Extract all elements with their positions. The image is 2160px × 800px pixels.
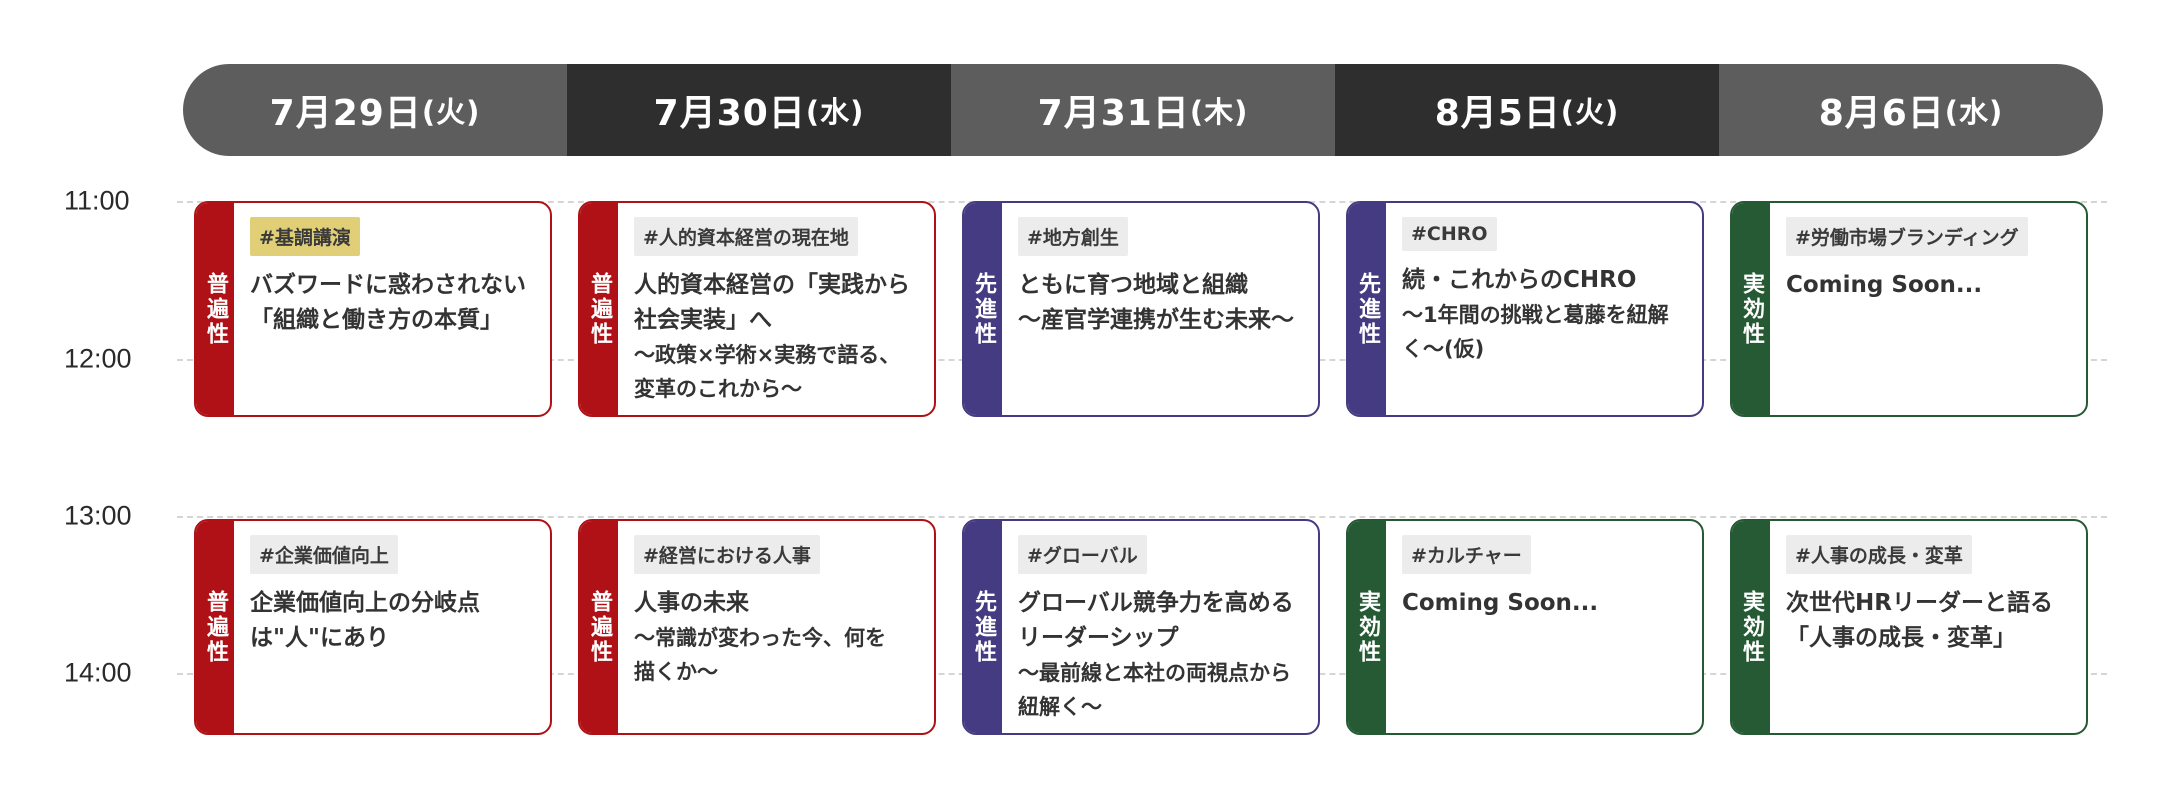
day-tab-0[interactable]: 7月29日(火) <box>183 64 567 156</box>
day-date: 8月5日 <box>1434 93 1561 134</box>
category-label: 普遍性 <box>203 589 228 665</box>
time-label: 13:00 <box>64 500 132 531</box>
session-card[interactable]: 先進性 #地方創生 ともに育つ地域と組織 〜産官学連携が生む未来〜 <box>962 201 1320 417</box>
category-band: 実効性 <box>1732 521 1770 733</box>
time-gridline <box>177 516 2107 518</box>
category-band: 実効性 <box>1732 203 1770 415</box>
category-label: 実効性 <box>1355 589 1380 665</box>
session-subtitle: 〜1年間の挑戦と葛藤を紐解 く〜(仮) <box>1402 303 1669 361</box>
category-label: 先進性 <box>1355 271 1380 347</box>
category-label: 普遍性 <box>587 589 612 665</box>
time-row: 13:00 <box>0 501 2110 531</box>
day-tab-1[interactable]: 7月30日(水) <box>567 64 951 156</box>
session-title: グローバル競争力を高める リーダーシップ <box>1018 590 1294 651</box>
category-label: 先進性 <box>971 271 996 347</box>
session-card[interactable]: 先進性 #グローバル グローバル競争力を高める リーダーシップ 〜最前線と本社の… <box>962 519 1320 735</box>
session-card[interactable]: 普遍性 #企業価値向上 企業価値向上の分岐点 は"人"にあり <box>194 519 552 735</box>
session-tag[interactable]: #人事の成長・変革 <box>1786 535 1972 574</box>
session-title: 企業価値向上の分岐点 は"人"にあり <box>250 590 480 651</box>
session-title: 人事の未来 <box>634 590 749 616</box>
category-band: 先進性 <box>964 203 1002 415</box>
session-title: Coming Soon... <box>1402 590 1599 616</box>
day-tab-4[interactable]: 8月6日(水) <box>1719 64 2103 156</box>
day-weekday: (水) <box>1944 95 2004 129</box>
session-tag[interactable]: #地方創生 <box>1018 217 1128 256</box>
time-label: 12:00 <box>64 343 132 374</box>
day-date: 8月6日 <box>1818 93 1945 134</box>
day-tab-2[interactable]: 7月31日(木) <box>951 64 1335 156</box>
day-weekday: (火) <box>1560 95 1620 129</box>
session-tag[interactable]: #グローバル <box>1018 535 1147 574</box>
day-date: 7月30日 <box>653 93 806 134</box>
session-title: 続・これからのCHRO <box>1402 267 1637 293</box>
category-label: 実効性 <box>1739 589 1764 665</box>
category-band: 先進性 <box>1348 203 1386 415</box>
day-weekday: (火) <box>421 95 481 129</box>
category-band: 普遍性 <box>580 203 618 415</box>
session-card[interactable]: 普遍性 #基調講演 バズワードに惑わされない 「組織と働き方の本質」 <box>194 201 552 417</box>
session-tag[interactable]: #基調講演 <box>250 217 360 256</box>
category-label: 普遍性 <box>587 271 612 347</box>
session-card[interactable]: 実効性 #労働市場ブランディング Coming Soon... <box>1730 201 2088 417</box>
session-title: バズワードに惑わされない 「組織と働き方の本質」 <box>250 272 526 333</box>
category-band: 先進性 <box>964 521 1002 733</box>
day-date: 7月29日 <box>269 93 422 134</box>
session-card[interactable]: 普遍性 #人的資本経営の現在地 人的資本経営の「実践から 社会実装」へ 〜政策×… <box>578 201 936 417</box>
category-band: 実効性 <box>1348 521 1386 733</box>
session-title: 人的資本経営の「実践から 社会実装」へ <box>634 272 910 333</box>
category-label: 先進性 <box>971 589 996 665</box>
session-title: ともに育つ地域と組織 〜産官学連携が生む未来〜 <box>1018 272 1294 333</box>
session-tag[interactable]: #人的資本経営の現在地 <box>634 217 858 256</box>
day-weekday: (木) <box>1189 95 1249 129</box>
session-tag[interactable]: #カルチャー <box>1402 535 1531 574</box>
day-header: 7月29日(火) 7月30日(水) 7月31日(木) 8月5日(火) 8月6日(… <box>183 64 2103 156</box>
session-subtitle: 〜政策×学術×実務で語る、 変革のこれから〜 <box>634 343 901 401</box>
session-card[interactable]: 普遍性 #経営における人事 人事の未来 〜常識が変わった今、何を 描くか〜 <box>578 519 936 735</box>
session-card[interactable]: 先進性 #CHRO 続・これからのCHRO 〜1年間の挑戦と葛藤を紐解 く〜(仮… <box>1346 201 1704 417</box>
category-band: 普遍性 <box>196 521 234 733</box>
session-tag[interactable]: #企業価値向上 <box>250 535 398 574</box>
day-tab-3[interactable]: 8月5日(火) <box>1335 64 1719 156</box>
session-subtitle: 〜最前線と本社の両視点から 紐解く〜 <box>1018 661 1291 719</box>
session-card[interactable]: 実効性 #人事の成長・変革 次世代HRリーダーと語る 「人事の成長・変革」 <box>1730 519 2088 735</box>
session-tag[interactable]: #経営における人事 <box>634 535 820 574</box>
session-tag[interactable]: #労働市場ブランディング <box>1786 217 2028 256</box>
time-label: 11:00 <box>64 185 130 216</box>
category-label: 実効性 <box>1739 271 1764 347</box>
time-label: 14:00 <box>64 657 132 688</box>
category-band: 普遍性 <box>196 203 234 415</box>
session-title: Coming Soon... <box>1786 272 1983 298</box>
day-weekday: (水) <box>805 95 865 129</box>
day-date: 7月31日 <box>1037 93 1190 134</box>
category-band: 普遍性 <box>580 521 618 733</box>
session-title: 次世代HRリーダーと語る 「人事の成長・変革」 <box>1786 590 2053 651</box>
session-subtitle: 〜常識が変わった今、何を 描くか〜 <box>634 626 886 684</box>
session-card[interactable]: 実効性 #カルチャー Coming Soon... <box>1346 519 1704 735</box>
category-label: 普遍性 <box>203 271 228 347</box>
session-tag[interactable]: #CHRO <box>1402 217 1497 251</box>
